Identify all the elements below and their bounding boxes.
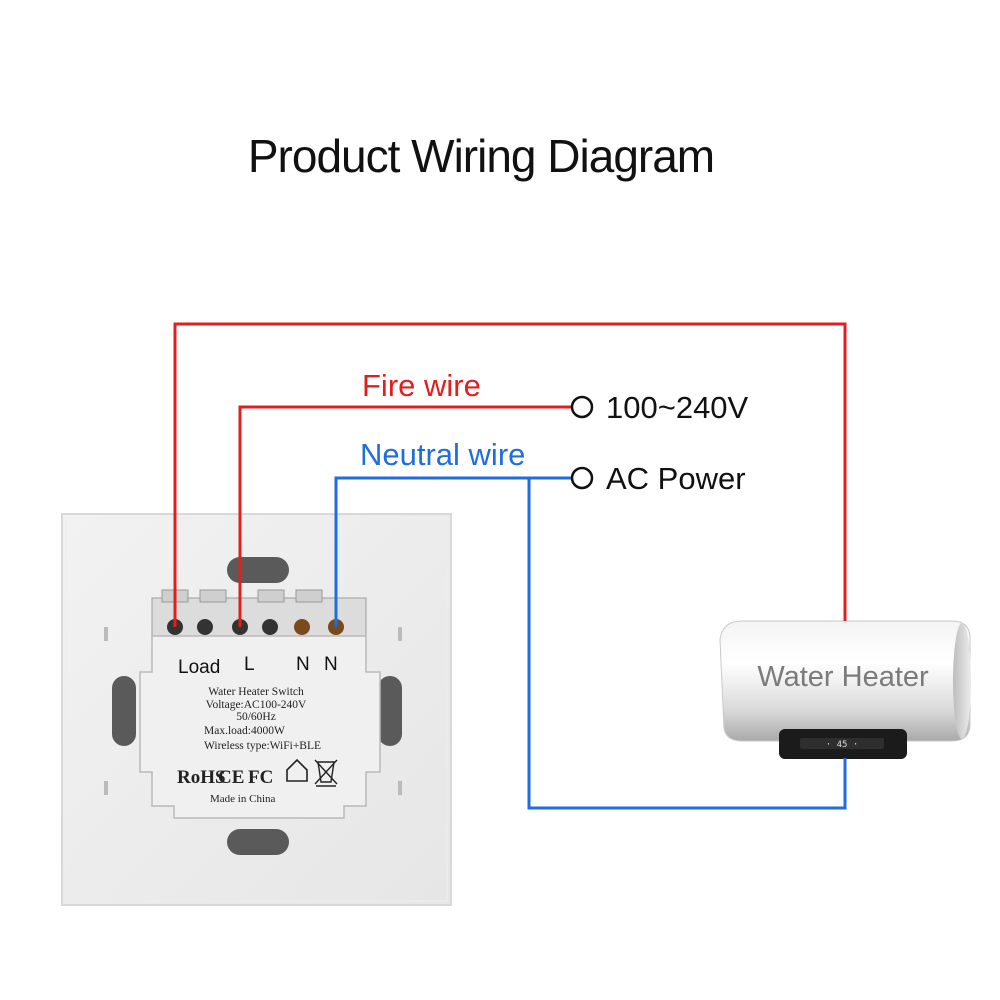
- terminal-block: [151, 589, 367, 639]
- spec-max-load: Max.load:4000W: [204, 725, 285, 737]
- terminal-screw: [262, 619, 278, 635]
- power-terminal-neutral: [570, 466, 594, 490]
- terminal-label-n1: N: [296, 654, 310, 675]
- mounting-slot-bottom: [227, 829, 289, 855]
- cert-rohs: RoHS: [177, 767, 226, 788]
- cert-ce: CE: [218, 767, 244, 788]
- water-heater-label: Water Heater: [757, 661, 929, 693]
- mounting-slot-top: [227, 557, 289, 583]
- mounting-slot-left: [112, 676, 136, 746]
- switch-back-plate: [61, 513, 452, 906]
- terminal-label-n2: N: [324, 654, 338, 675]
- origin-label: Made in China: [210, 793, 275, 805]
- neutral-wire-label: Neutral wire: [360, 437, 525, 472]
- spec-wireless: Wireless type:WiFi+BLE: [204, 740, 321, 752]
- cert-fc: FC: [248, 767, 273, 788]
- terminal-label-load: Load: [178, 657, 220, 678]
- spec-frequency: 50/60Hz: [236, 711, 276, 723]
- page-title: Product Wiring Diagram: [248, 130, 714, 182]
- display-panel-icon: · 45 ·: [779, 729, 907, 759]
- spec-product-name: Water Heater Switch: [208, 686, 304, 698]
- fire-wire-supply: [238, 405, 573, 627]
- spec-voltage: Voltage:AC100-240V: [206, 699, 307, 711]
- fire-wire-load: [173, 322, 847, 627]
- voltage-label: 100~240V: [606, 390, 749, 425]
- power-terminal-live: [570, 395, 594, 419]
- terminal-screw-n: [294, 619, 310, 635]
- neutral-wire-supply: [334, 476, 573, 627]
- weee-bin-icon: [314, 759, 338, 787]
- water-heater: Water Heater · 45 ·: [719, 620, 971, 759]
- house-icon: [286, 758, 308, 782]
- terminal-label-l: L: [244, 654, 255, 675]
- mounting-slot-right: [378, 676, 402, 746]
- svg-text:· 45 ·: · 45 ·: [826, 740, 859, 750]
- terminal-screw: [197, 619, 213, 635]
- switch-module: Load L N N Water Heater Switch Voltage:A…: [139, 635, 381, 819]
- fire-wire-label: Fire wire: [362, 368, 481, 403]
- neutral-wire-load: [527, 478, 847, 810]
- ac-power-label: AC Power: [606, 461, 746, 496]
